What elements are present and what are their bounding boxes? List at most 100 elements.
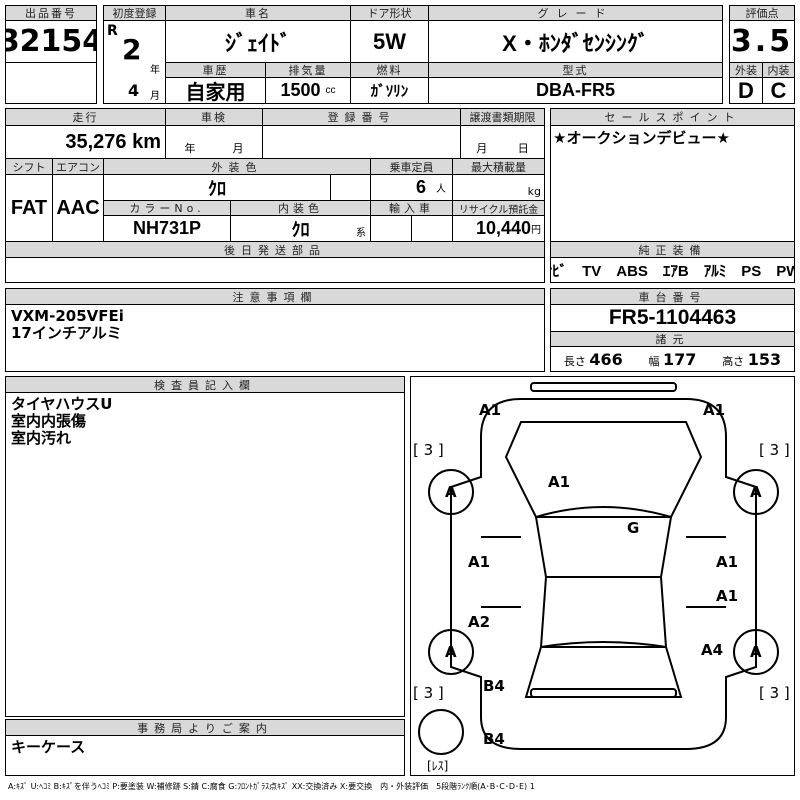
int-color-cell: ｸﾛ 系 xyxy=(230,215,371,242)
length-label: 長さ xyxy=(563,354,586,368)
recycle-label: リサイクル預託金 xyxy=(452,200,545,216)
width-label: 幅 xyxy=(648,354,660,368)
notes-label: 注意事項欄 xyxy=(5,288,545,305)
height-label: 高さ xyxy=(722,354,745,368)
notes-value: VXM-205VFEi 17インチアルミ xyxy=(5,304,545,372)
chassis-label: 車台番号 xyxy=(550,288,795,305)
doc-deadline-label: 譲渡書類期限 xyxy=(460,108,545,126)
mark-tire-fr: A xyxy=(750,483,762,501)
reg-year: 2 xyxy=(122,33,142,66)
office-value: キーケース xyxy=(5,735,405,776)
mark-left-front-door: A1 xyxy=(468,553,491,571)
width-value: 177 xyxy=(663,349,697,369)
car-diagram: A1 A1 A1 G A1 A1 A1 A2 A4 B4 B4 A A A A … xyxy=(410,376,795,776)
door-label: ドア形状 xyxy=(350,5,429,21)
max-load-value: kg xyxy=(452,174,545,201)
import-cell-1 xyxy=(370,215,412,242)
int-color-value: ｸﾛ xyxy=(291,219,310,240)
mileage-value: 35,276 xyxy=(65,130,127,153)
tread-rr: [ 3 ] xyxy=(759,684,790,702)
chassis-value: FR5-1104463 xyxy=(550,304,795,332)
yen-unit: 円 xyxy=(531,225,541,236)
lot-number: 32154 xyxy=(5,20,97,63)
mark-roof: G xyxy=(627,519,640,537)
reg-no-label: 登録番号 xyxy=(262,108,461,126)
ext-color-label: 外装色 xyxy=(103,158,371,175)
mark-front-right: A1 xyxy=(703,401,726,419)
import-label: 輸入車 xyxy=(370,200,453,216)
doc-month-unit: 月 xyxy=(476,142,488,155)
mark-right-rear: A4 xyxy=(701,641,724,659)
tread-rl: [ 3 ] xyxy=(413,684,444,702)
grade-value: X・ﾎﾝﾀﾞｾﾝｼﾝｸﾞ xyxy=(428,20,723,63)
capacity-value: 6 xyxy=(415,177,426,197)
mark-tire-fl: A xyxy=(445,483,457,501)
ext-score-label: 外装 xyxy=(729,62,763,78)
displacement-value: 1500 xyxy=(280,80,321,100)
displacement-cell: 1500 cc xyxy=(265,77,351,104)
first-reg-label: 初度登録 xyxy=(103,5,166,21)
shift-label: シフト xyxy=(5,158,53,175)
displacement-label: 排気量 xyxy=(265,62,351,78)
mileage-label: 走行 xyxy=(5,108,166,126)
mark-tire-rl: A xyxy=(445,643,457,661)
grade-label: グレード xyxy=(428,5,723,21)
import-cell-2 xyxy=(411,215,453,242)
year-unit: 年 xyxy=(150,65,160,76)
history-label: 車歴 xyxy=(165,62,266,78)
int-color-unit: 系 xyxy=(356,228,366,239)
history-value: 自家用 xyxy=(165,77,266,104)
office-label: 事務局よりご案内 xyxy=(5,719,405,736)
capacity-unit: 人 xyxy=(436,184,446,195)
inspection-label: 車検 xyxy=(165,108,263,126)
door-value: 5W xyxy=(350,20,429,63)
doc-deadline-value: 月日 xyxy=(460,125,545,159)
cc-unit: cc xyxy=(325,85,336,96)
model-label: 型式 xyxy=(428,62,723,78)
insp-year-unit: 年 xyxy=(184,142,196,155)
score-value: 3.5 xyxy=(729,20,795,63)
mark-front-left: A1 xyxy=(479,401,502,419)
max-load-label: 最大積載量 xyxy=(452,158,545,175)
sales-point-value: ★オークションデビュー★ xyxy=(550,125,795,242)
capacity-label: 乗車定員 xyxy=(370,158,453,175)
mark-hood: A1 xyxy=(548,473,571,491)
car-name: ｼﾞｪｲﾄﾞ xyxy=(165,20,351,63)
specs-values: 長さ 466 幅 177 高さ 153 xyxy=(550,346,795,372)
score-label: 評価点 xyxy=(729,5,795,21)
tread-fl: [ 3 ] xyxy=(413,441,444,459)
color-no-value: NH731P xyxy=(103,215,231,242)
inspector-value: タイヤハウスU 室内内張傷 室内汚れ xyxy=(5,392,405,717)
month-unit: 月 xyxy=(150,91,160,102)
era: R xyxy=(107,23,118,39)
legend: A:ｷｽﾞ U:ﾍｺﾐ B:ｷｽﾞを伴うﾍｺﾐ P:要塗装 W:補修跡 S:錆 … xyxy=(8,782,535,791)
car-outline xyxy=(418,382,779,755)
insp-month-unit: 月 xyxy=(232,142,244,155)
reg-no-value xyxy=(262,125,461,159)
int-color-label: 内装色 xyxy=(230,200,371,216)
int-score: C xyxy=(762,77,795,104)
reg-month: 4 xyxy=(128,81,140,100)
first-reg-cell: R 2 年 4 月 xyxy=(103,20,166,104)
ext-color-value: ｸﾛ xyxy=(103,174,331,201)
height-value: 153 xyxy=(747,349,782,369)
sales-point-label: セールスポイント xyxy=(550,108,795,126)
ac-value: AAC xyxy=(52,174,104,242)
mark-right-rear-door: A1 xyxy=(716,587,739,605)
mark-left-rear-door: A2 xyxy=(468,613,491,631)
lot-blank xyxy=(5,62,97,104)
equipment-label: 純正装備 xyxy=(550,241,795,258)
ext-color-blank xyxy=(330,174,371,201)
fuel-value: ｶﾞｿﾘﾝ xyxy=(350,77,429,104)
ac-label: エアコン xyxy=(52,158,104,175)
ext-score: D xyxy=(729,77,763,104)
car-name-label: 車名 xyxy=(165,5,351,21)
mileage-cell: 35,276 km xyxy=(5,125,166,159)
lot-label: 出品番号 xyxy=(5,5,97,21)
length-value: 466 xyxy=(589,349,623,369)
fuel-label: 燃料 xyxy=(350,62,429,78)
later-parts-value xyxy=(5,257,545,283)
mark-rear-bumper: B4 xyxy=(483,677,505,695)
